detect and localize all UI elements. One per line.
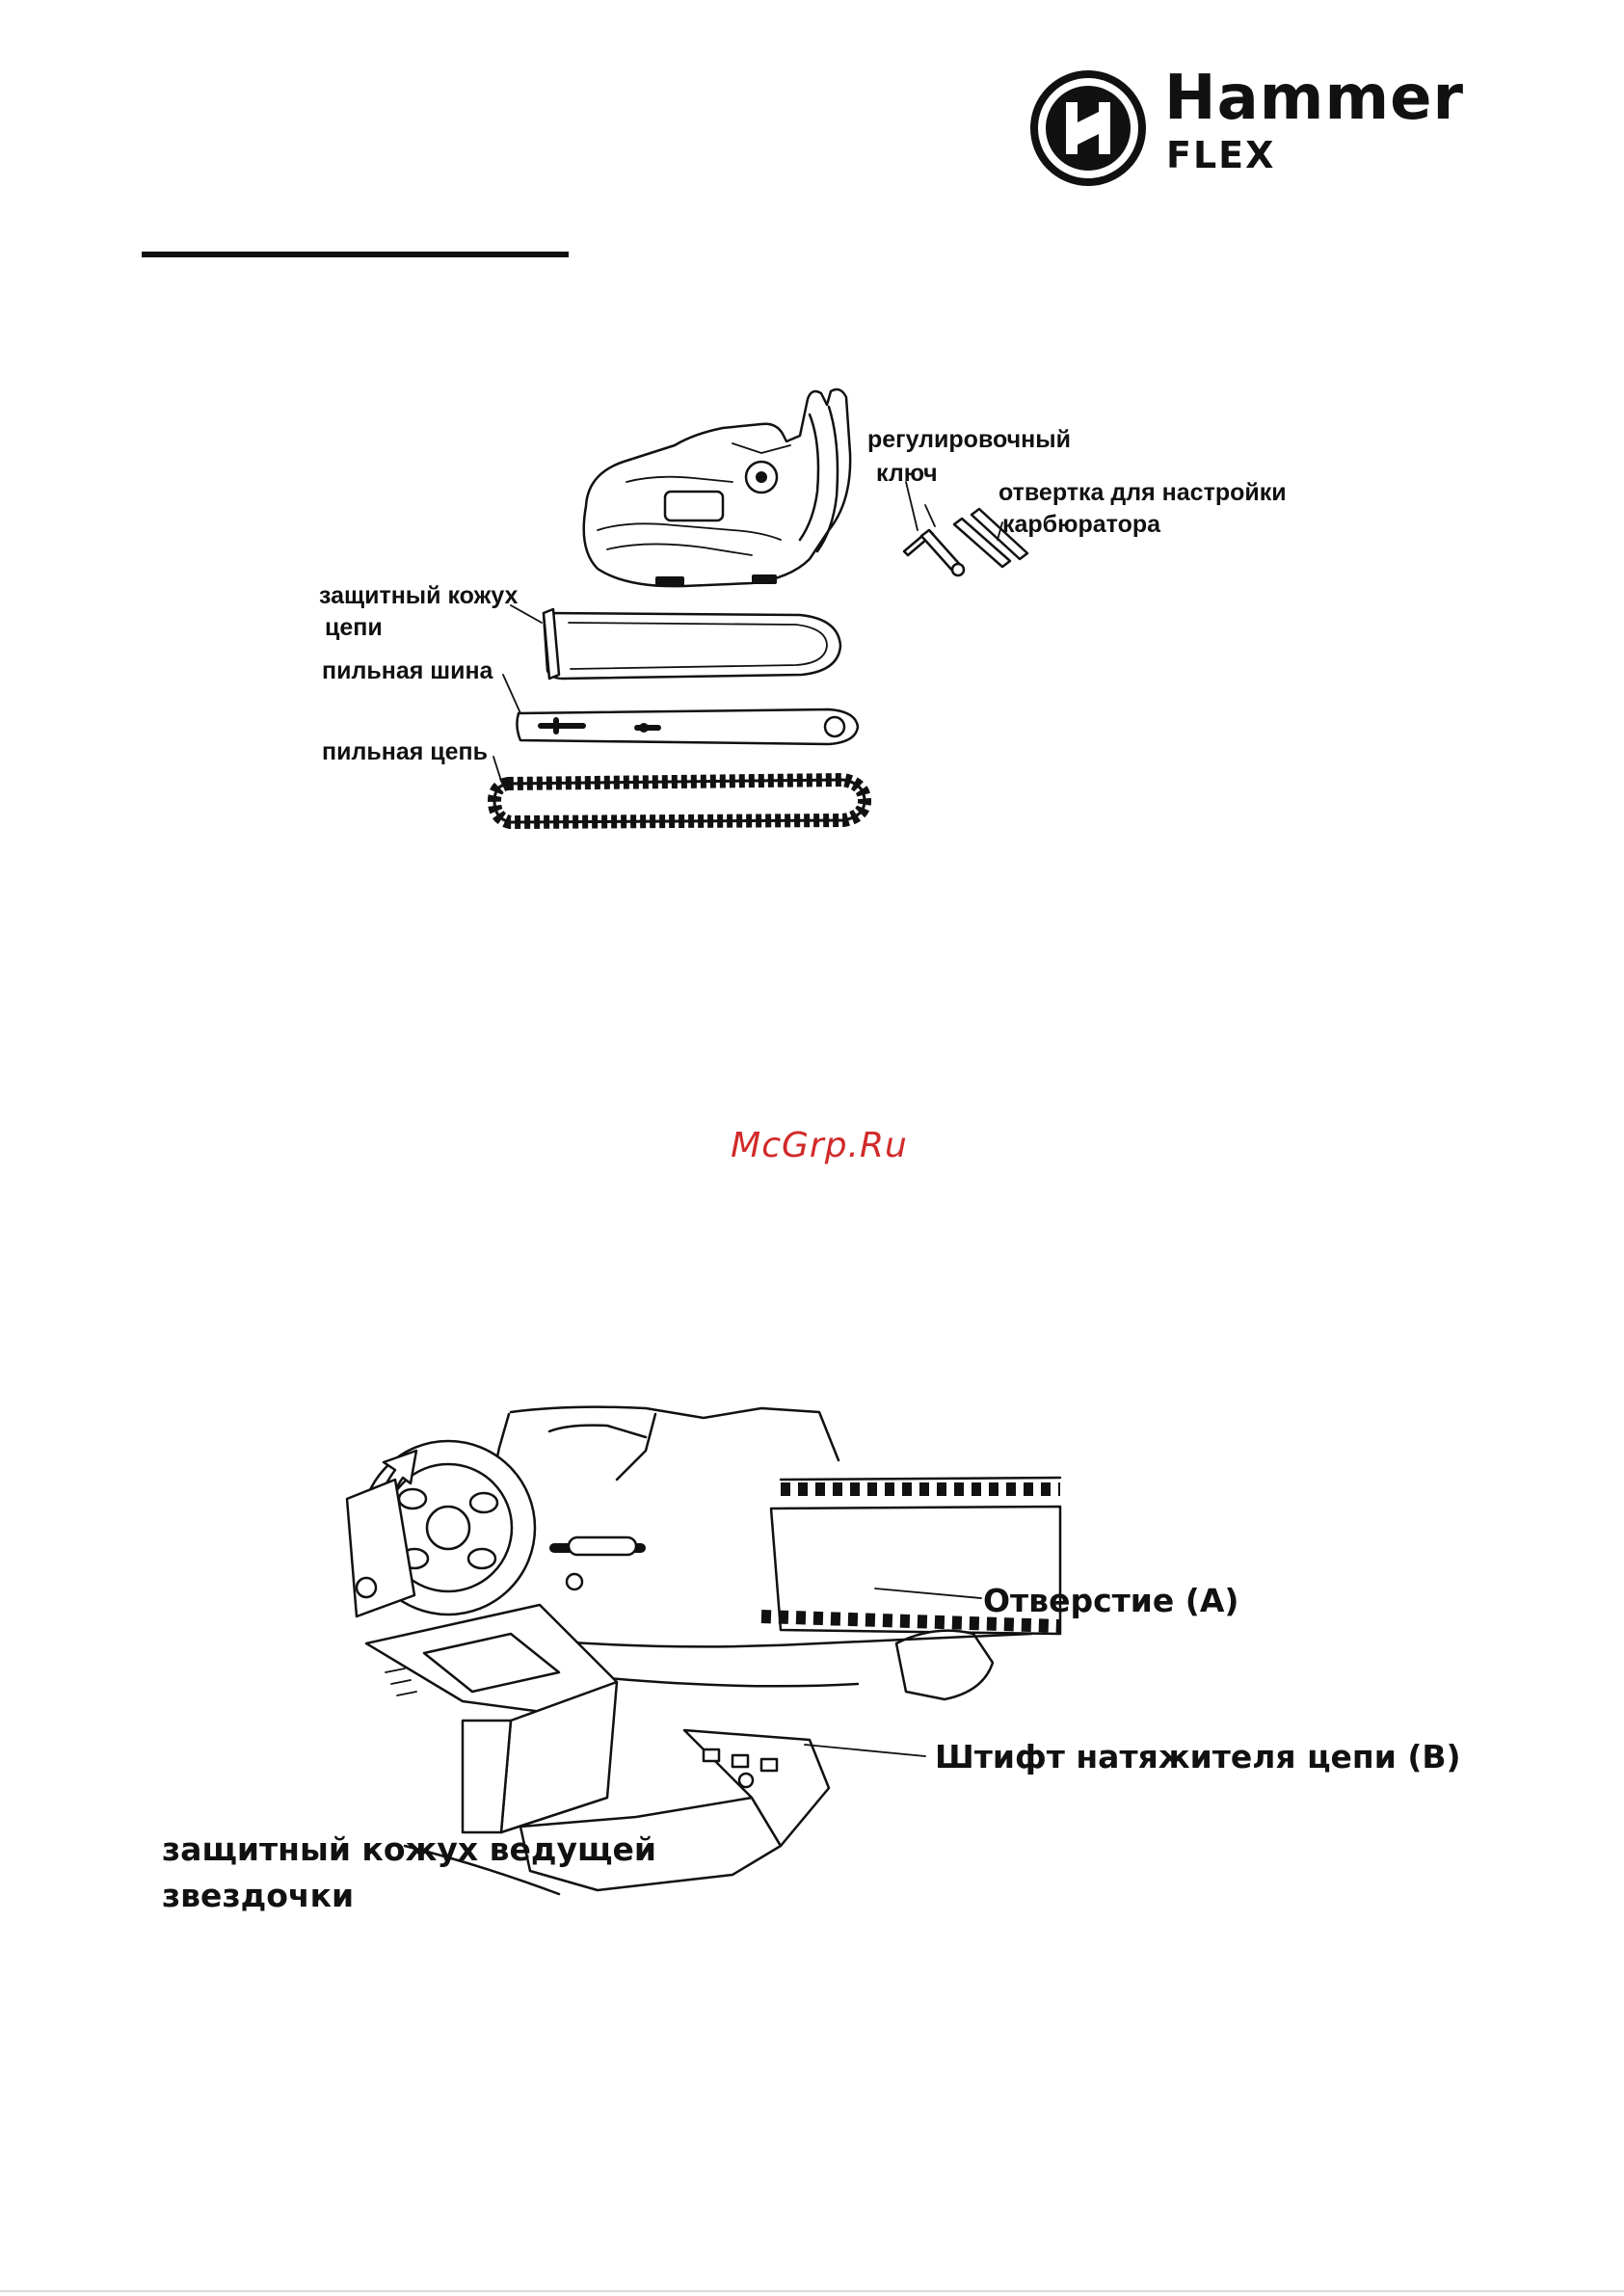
label-tensioner-pin-b: Штифт натяжителя цепи (В)	[935, 1737, 1461, 1776]
footer-rule	[0, 2290, 1624, 2292]
figure2-leader-lines	[0, 0, 1624, 1928]
label-sprocket-cover-line1: защитный кожух ведущей	[162, 1829, 656, 1869]
label-hole-a: Отверстие (А)	[983, 1581, 1238, 1620]
label-sprocket-cover-line2: звездочки	[162, 1876, 354, 1915]
